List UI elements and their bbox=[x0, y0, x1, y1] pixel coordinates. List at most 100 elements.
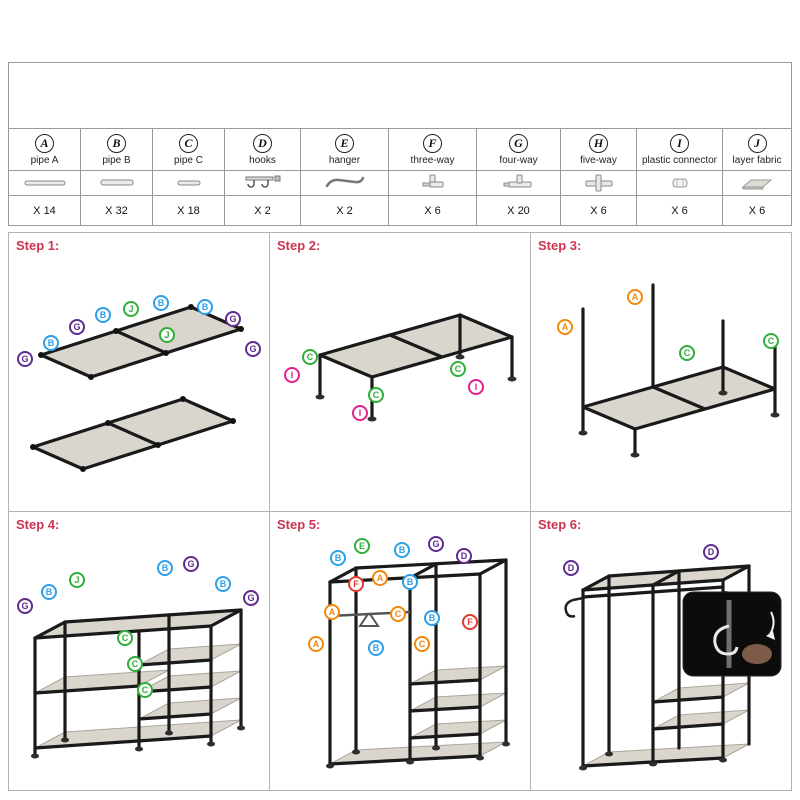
callout-part-g: G bbox=[225, 311, 241, 327]
callout-part-c: C bbox=[763, 333, 779, 349]
part-letter-badge: H bbox=[589, 133, 608, 153]
part-name: layer fabric bbox=[732, 154, 782, 166]
step-3-diagram: A A C C bbox=[533, 255, 789, 507]
part-name: pipe B bbox=[102, 154, 131, 166]
part-letter-badge: F bbox=[423, 133, 442, 153]
callout-part-g: G bbox=[17, 351, 33, 367]
hooks-icon bbox=[225, 171, 300, 196]
five-way-connector-icon bbox=[561, 171, 636, 196]
part-name: pipe A bbox=[30, 154, 59, 166]
part-quantity: X 6 bbox=[671, 204, 688, 217]
callout-part-f: F bbox=[462, 614, 478, 630]
callout-part-b: B bbox=[43, 335, 59, 351]
callout-part-g: G bbox=[428, 536, 444, 552]
callout-part-d: D bbox=[703, 544, 719, 560]
callout-part-g: G bbox=[183, 556, 199, 572]
part-letter-badge: D bbox=[253, 133, 272, 153]
callout-part-i: I bbox=[284, 367, 300, 383]
callout-part-a: A bbox=[627, 289, 643, 305]
callout-part-j: J bbox=[69, 572, 85, 588]
part-name: hanger bbox=[328, 154, 361, 166]
callout-part-c: C bbox=[390, 606, 406, 622]
callout-part-b: B bbox=[197, 299, 213, 315]
plastic-connector-icon bbox=[637, 171, 722, 196]
four-way-connector-icon bbox=[477, 171, 560, 196]
part-quantity: X 32 bbox=[105, 204, 128, 217]
part-letter-badge: J bbox=[747, 133, 767, 153]
callout-part-b: B bbox=[215, 576, 231, 592]
callout-part-i: I bbox=[468, 379, 484, 395]
callout-part-b: B bbox=[157, 560, 173, 576]
part-name: three-way bbox=[410, 154, 455, 166]
callout-part-g: G bbox=[245, 341, 261, 357]
table-title-band bbox=[9, 63, 791, 129]
callout-part-g: G bbox=[243, 590, 259, 606]
part-letter-badge: A bbox=[35, 133, 54, 153]
callout-part-c: C bbox=[368, 387, 384, 403]
callout-part-i: I bbox=[352, 405, 368, 421]
part-name: plastic connector bbox=[641, 154, 718, 166]
part-name: pipe C bbox=[174, 154, 203, 166]
part-quantity: X 2 bbox=[254, 204, 271, 217]
callout-part-c: C bbox=[117, 630, 133, 646]
part-quantity: X 18 bbox=[177, 204, 200, 217]
callout-part-b: B bbox=[368, 640, 384, 656]
layer-fabric-icon bbox=[723, 171, 791, 196]
callout-part-c: C bbox=[137, 682, 153, 698]
callout-part-a: A bbox=[557, 319, 573, 335]
part-quantity: X 6 bbox=[590, 204, 607, 217]
step-6-label: Step 6: bbox=[538, 517, 582, 532]
step-4-label: Step 4: bbox=[16, 517, 60, 532]
pipe-a-icon bbox=[9, 171, 80, 196]
pipe-b-icon bbox=[81, 171, 152, 196]
part-quantity: X 20 bbox=[507, 204, 530, 217]
callout-part-a: A bbox=[324, 604, 340, 620]
callout-part-c: C bbox=[450, 361, 466, 377]
callout-part-f: F bbox=[348, 576, 364, 592]
part-letter-badge: B bbox=[107, 133, 126, 153]
callout-part-b: B bbox=[424, 610, 440, 626]
callout-part-c: C bbox=[127, 656, 143, 672]
hanger-icon bbox=[301, 171, 388, 196]
callout-part-c: C bbox=[414, 636, 430, 652]
callout-part-b: B bbox=[402, 574, 418, 590]
callout-part-e: E bbox=[354, 538, 370, 554]
part-letter-badge: I bbox=[670, 133, 689, 153]
step-2-label: Step 2: bbox=[277, 238, 321, 253]
three-way-connector-icon bbox=[389, 171, 476, 196]
callout-part-c: C bbox=[679, 345, 695, 361]
callout-part-c: C bbox=[302, 349, 318, 365]
callout-part-b: B bbox=[41, 584, 57, 600]
callout-part-b: B bbox=[330, 550, 346, 566]
part-quantity: X 2 bbox=[336, 204, 353, 217]
callout-part-j: J bbox=[123, 301, 139, 317]
part-name: four-way bbox=[499, 154, 538, 166]
callout-part-b: B bbox=[153, 295, 169, 311]
